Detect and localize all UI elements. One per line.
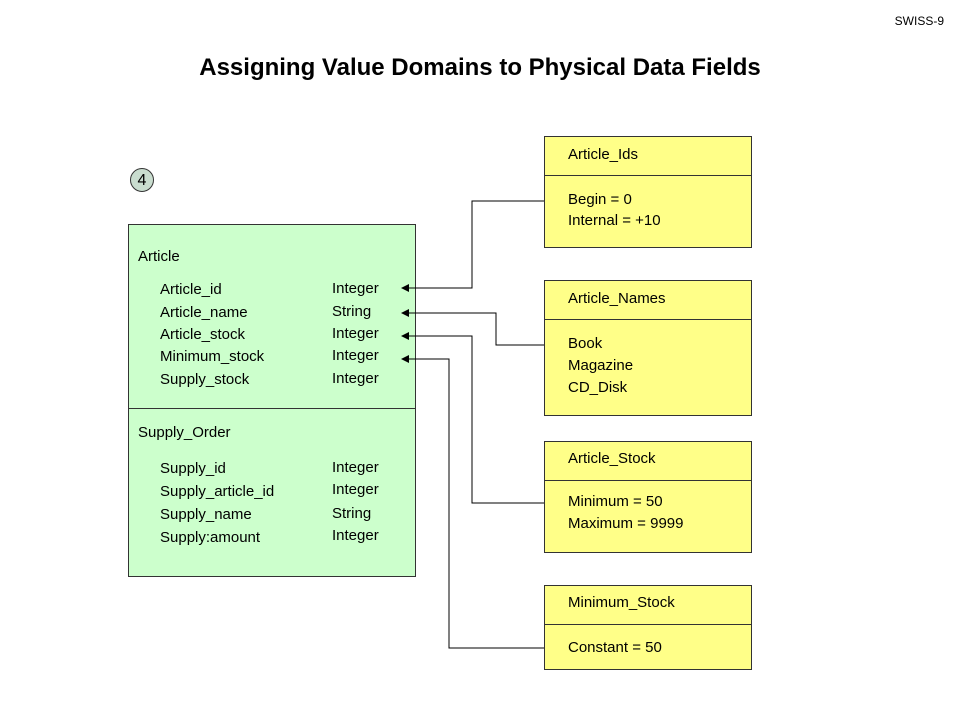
field-name: Supply_article_id xyxy=(160,483,275,500)
page-title: Assigning Value Domains to Physical Data… xyxy=(199,54,761,81)
field-type: Integer xyxy=(332,370,379,387)
domain-box-article-ids xyxy=(544,136,752,248)
field-name: Supply:amount xyxy=(160,529,261,546)
field-type: Integer xyxy=(332,280,379,297)
field-name: Article_id xyxy=(160,281,222,298)
step-badge: 4 xyxy=(130,168,154,192)
domain-name: Article_Ids xyxy=(568,146,639,163)
domain-value: Magazine xyxy=(568,357,634,374)
field-name: Article_name xyxy=(160,304,248,321)
field-name: Supply_name xyxy=(160,506,252,523)
field-type: String xyxy=(332,505,372,522)
domain-name: Minimum_Stock xyxy=(568,594,675,611)
connector-article-ids xyxy=(401,200,544,292)
domain-value: Book xyxy=(568,335,603,352)
slide-id: SWISS-9 xyxy=(894,14,944,28)
domain-divider xyxy=(544,480,752,481)
field-name: Supply_id xyxy=(160,460,226,477)
domain-value: Internal = +10 xyxy=(568,212,661,229)
field-type: Integer xyxy=(332,459,379,476)
field-name: Minimum_stock xyxy=(160,348,265,365)
field-type: Integer xyxy=(332,481,379,498)
domain-divider xyxy=(544,319,752,320)
field-type: Integer xyxy=(332,325,379,342)
domain-box-article-names xyxy=(544,280,752,416)
entity-name-supply-order: Supply_Order xyxy=(138,424,231,441)
domain-box-article-stock xyxy=(544,441,752,553)
domain-value: Begin = 0 xyxy=(568,191,632,208)
connector-article-stock xyxy=(401,332,544,504)
field-type: Integer xyxy=(332,527,379,544)
entity-name-article: Article xyxy=(138,248,180,265)
field-type: String xyxy=(332,303,372,320)
entity-box xyxy=(128,224,416,577)
field-type: Integer xyxy=(332,347,379,364)
domain-divider xyxy=(544,624,752,625)
domain-value: CD_Disk xyxy=(568,379,628,396)
field-name: Article_stock xyxy=(160,326,246,343)
field-name: Supply_stock xyxy=(160,371,250,388)
connector-article-names xyxy=(401,309,544,346)
domain-name: Article_Stock xyxy=(568,450,656,467)
entity-divider xyxy=(128,408,416,409)
domain-value: Minimum = 50 xyxy=(568,493,663,510)
domain-box-minimum-stock xyxy=(544,585,752,670)
connector-minimum-stock xyxy=(401,355,544,649)
domain-value: Maximum = 9999 xyxy=(568,515,684,532)
domain-name: Article_Names xyxy=(568,290,666,307)
domain-divider xyxy=(544,175,752,176)
domain-value: Constant = 50 xyxy=(568,639,662,656)
